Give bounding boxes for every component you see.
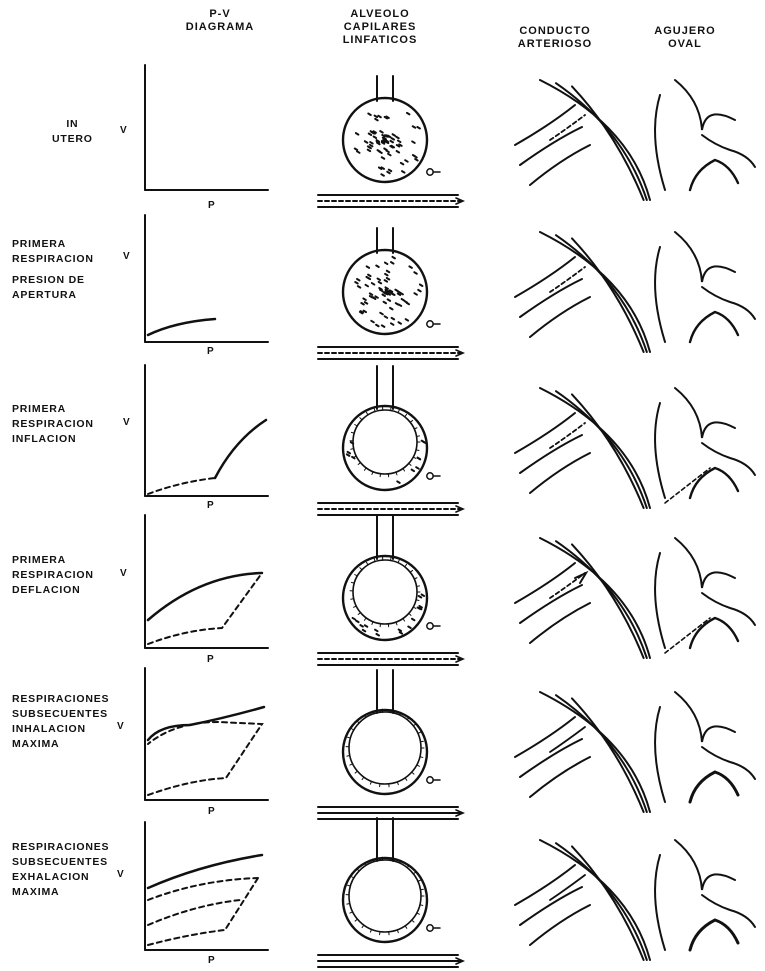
lymph-node-icon — [427, 321, 433, 327]
ductus-arteriosus-6 — [515, 840, 650, 960]
foramen-flap — [690, 468, 738, 498]
alveolus-5 — [318, 670, 463, 819]
pv-curve — [148, 707, 264, 740]
alveolus-air-space — [353, 410, 417, 474]
pv-curve-dashed — [148, 878, 258, 945]
ductus-arteriosus-2 — [515, 232, 650, 352]
foramen-ovale-5 — [655, 692, 755, 802]
lymph-node-icon — [427, 169, 433, 175]
foramen-flap — [690, 618, 738, 648]
alveolus-3 — [318, 366, 463, 515]
lymph-node-icon — [427, 777, 433, 783]
foramen-ovale-4 — [655, 538, 755, 653]
alveolus-6 — [318, 818, 463, 967]
alveolus-4 — [318, 516, 463, 665]
alveolus-2 — [318, 228, 463, 359]
foramen-ovale-3 — [655, 388, 755, 503]
pv-curve-dashed — [148, 722, 262, 795]
foramen-flap — [690, 312, 738, 342]
pv-diagram-deflation — [145, 515, 268, 648]
alveolus-1 — [318, 76, 463, 207]
lymph-node-icon — [427, 473, 433, 479]
pv-diagram-inhalation — [145, 668, 268, 800]
ductus-arteriosus-4 — [515, 538, 650, 658]
foramen-ovale-2 — [655, 232, 755, 342]
alveolus-air-space — [349, 860, 421, 932]
pv-curve — [148, 319, 215, 335]
pv-diagram-exhalation — [145, 822, 268, 950]
foramen-flap — [690, 920, 738, 950]
pv-diagram-inflation — [145, 365, 268, 496]
foramen-ovale-6 — [655, 840, 755, 950]
pv-curve-dashed — [148, 478, 215, 494]
pv-curve — [215, 420, 266, 478]
alveolus-wall — [343, 556, 427, 640]
lymph-node-icon — [427, 623, 433, 629]
pv-diagram-in-utero — [145, 65, 268, 190]
alveolus-wall — [343, 406, 427, 490]
alveolus-air-space — [353, 560, 417, 624]
ductus-arteriosus-5 — [515, 692, 650, 812]
arrow-icon — [575, 573, 586, 583]
foramen-ovale-1 — [655, 80, 755, 190]
lymph-node-icon — [427, 925, 433, 931]
alveolus-air-space — [349, 712, 421, 784]
alveolus-wall — [343, 710, 427, 794]
ductus-arteriosus-3 — [515, 388, 650, 508]
pv-diagram-opening — [145, 215, 268, 342]
pv-curve — [148, 573, 262, 620]
foramen-flap — [690, 160, 738, 190]
foramen-flap — [690, 772, 738, 802]
alveolus-wall — [343, 858, 427, 942]
ductus-arteriosus-1 — [515, 80, 650, 200]
